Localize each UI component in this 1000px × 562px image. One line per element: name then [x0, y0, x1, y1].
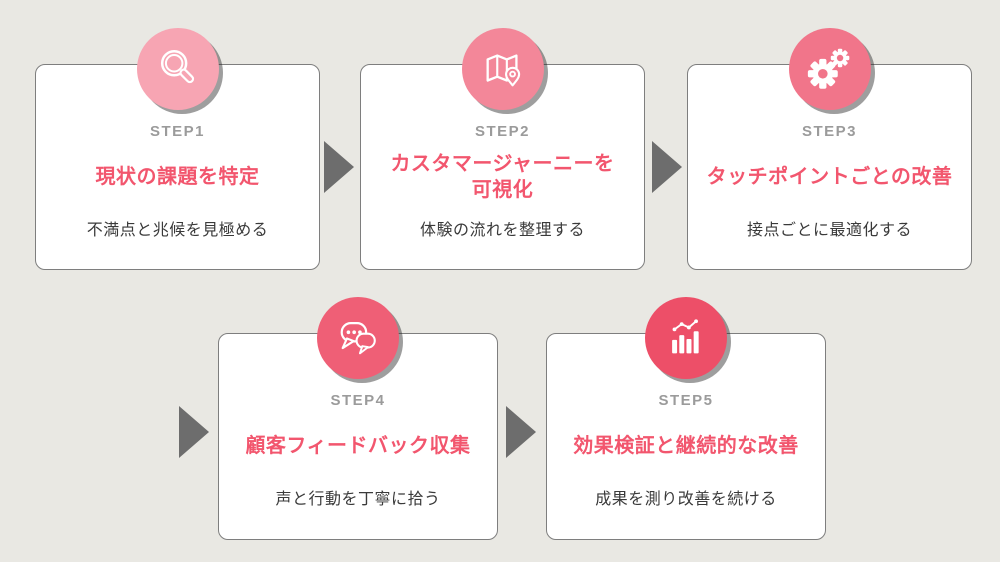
step-label: STEP1 [149, 123, 206, 140]
step-title-wrap: 効果検証と継続的な改善 [561, 417, 811, 475]
step-title-wrap: 顧客フィードバック収集 [233, 417, 483, 475]
arrow-right-icon [179, 406, 209, 458]
step4-icon-circle [317, 297, 399, 379]
step-title-wrap: タッチポイントごとの改善 [702, 148, 957, 206]
gears-icon [807, 48, 849, 89]
bar-chart-icon [672, 319, 699, 354]
chat-bubbles-icon [340, 322, 376, 355]
step-label: STEP2 [474, 123, 531, 140]
step3-icon-circle [788, 28, 871, 110]
step-title: カスタマージャーニーを 可視化 [390, 153, 615, 201]
step5-icon-circle [645, 297, 727, 379]
arrow-right-icon [652, 141, 682, 193]
map-icon [486, 54, 520, 87]
step-label: STEP5 [658, 392, 714, 409]
step-description: 声と行動を丁寧に拾う [275, 491, 441, 508]
magnifier-icon [160, 50, 194, 84]
step-description: 接点ごとに最適化する [746, 222, 912, 239]
step-description: 不満点と兆候を見極める [86, 222, 269, 239]
step-title: 顧客フィードバック収集 [245, 435, 471, 457]
step-card-3: STEP3 タッチポイントごとの改善 接点ごとに最適化する [687, 28, 972, 270]
step-title: 効果検証と継続的な改善 [573, 435, 799, 457]
step2-icon-circle [461, 28, 544, 110]
step-card-4: STEP4 顧客フィードバック収集 声と行動を丁寧に拾う [218, 297, 498, 540]
step-title: 現状の課題を特定 [95, 166, 260, 188]
step-title-wrap: カスタマージャーニーを 可視化 [375, 148, 630, 206]
arrow-right-icon [324, 141, 354, 193]
step-label: STEP3 [801, 123, 858, 140]
step-card-1: STEP1 現状の課題を特定 不満点と兆候を見極める [35, 28, 320, 270]
arrow-right-icon [506, 406, 536, 458]
step-title-wrap: 現状の課題を特定 [50, 148, 305, 206]
step-title: タッチポイントごとの改善 [706, 166, 953, 188]
step-card-5: STEP5 効果検証と継続的な改善 成果を測り改善を続ける [546, 297, 826, 540]
step-description: 成果を測り改善を続ける [595, 491, 777, 508]
step1-icon-circle [136, 28, 219, 110]
step-label: STEP4 [330, 392, 386, 409]
step-card-2: STEP2 カスタマージャーニーを 可視化 体験の流れを整理する [360, 28, 645, 270]
step-description: 体験の流れを整理する [419, 222, 585, 239]
